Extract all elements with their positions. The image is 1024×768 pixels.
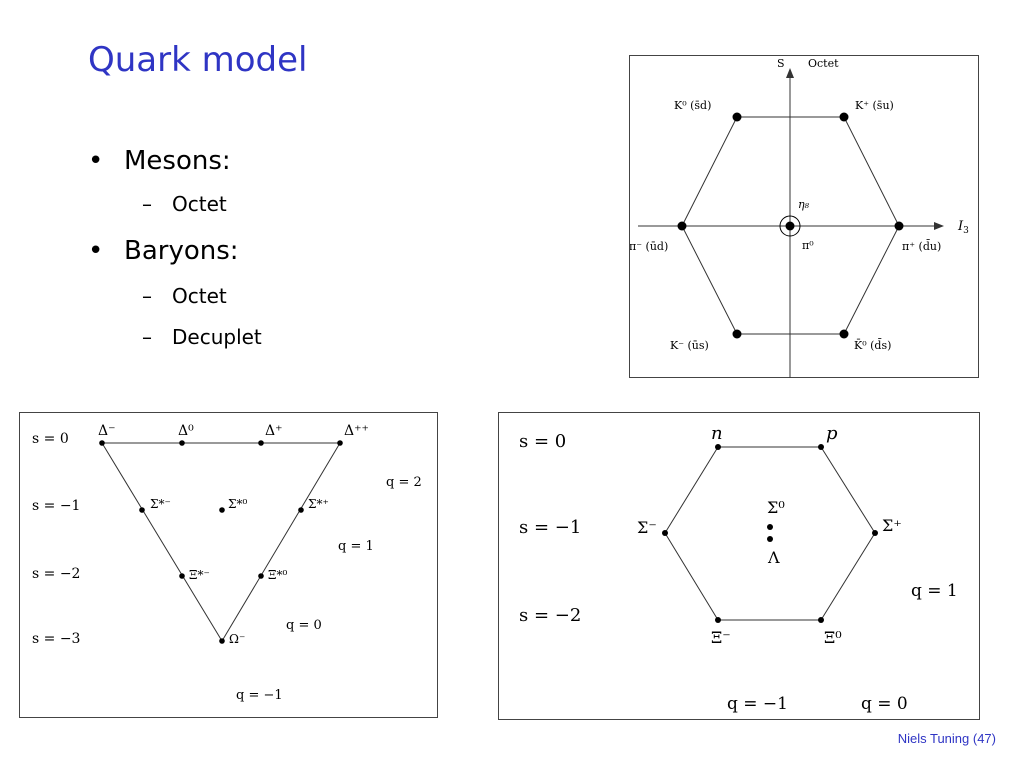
delta-plusplus-point <box>337 440 343 446</box>
xi-star-minus-point <box>179 573 185 579</box>
xi-zero-point <box>818 617 824 623</box>
sigma-star-plus-label: Σ*⁺ <box>308 497 329 511</box>
delta-zero-point <box>179 440 185 446</box>
piplus-point <box>894 221 904 231</box>
eta8-label: η₈ <box>798 198 810 211</box>
sigma-star-zero-point <box>219 507 225 513</box>
meson-octet-diagram: S Octet I3 K⁰ (s̄d) K⁺ (s̄u) π⁻ (ūd) π⁺ … <box>629 55 979 378</box>
sigma-star-plus-point <box>298 507 304 513</box>
sigma-minus-point <box>662 530 668 536</box>
baryon-octet-svg: s = 0 s = −1 s = −2 n p Σ⁻ Σ⁺ Σ⁰ Λ Ξ⁻ Ξ⁰… <box>519 423 958 714</box>
baryon-decuplet-diagram: s = 0 s = −1 s = −2 s = −3 Δ⁻ Δ⁰ Δ⁺ Δ⁺⁺ … <box>19 412 438 718</box>
charge-label-q-1: q = −1 <box>236 688 283 703</box>
piminus-label: π⁻ (ūd) <box>630 240 668 253</box>
s-axis-arrow <box>786 68 794 78</box>
sigma-star-minus-label: Σ*⁻ <box>150 497 171 511</box>
sub-bullet-label: Decuplet <box>172 325 262 349</box>
proton-point <box>818 444 824 450</box>
k0bar-point <box>839 329 849 339</box>
bullet-label: Mesons: <box>124 146 231 176</box>
baryon-hexagon <box>664 446 876 621</box>
delta-zero-label: Δ⁰ <box>178 423 194 439</box>
meson-octet-svg: S Octet I3 K⁰ (s̄d) K⁺ (s̄u) π⁻ (ūd) π⁺ … <box>630 57 969 378</box>
kplus-label: K⁺ (s̄u) <box>855 99 894 112</box>
k0bar-label: K̄⁰ (d̄s) <box>854 339 891 352</box>
bullet-baryons: • Baryons: <box>88 236 239 266</box>
i3-axis-arrow <box>934 222 944 230</box>
bullet-mesons: • Mesons: <box>88 146 231 176</box>
sigma-zero-label: Σ⁰ <box>767 498 785 517</box>
kplus-point <box>839 112 849 122</box>
row-label-s-1: s = −1 <box>519 517 581 538</box>
sub-bullet-label: Octet <box>172 192 227 216</box>
delta-plus-point <box>258 440 264 446</box>
piplus-label: π⁺ (d̄u) <box>902 240 941 253</box>
i3-axis-label: I3 <box>957 219 969 236</box>
pi0-label: π⁰ <box>802 239 814 252</box>
sigma-minus-label: Σ⁻ <box>637 518 657 537</box>
proton-label: p <box>826 423 838 444</box>
sub-bullet-label: Octet <box>172 284 227 308</box>
sigma-star-minus-point <box>139 507 145 513</box>
piminus-point <box>677 221 687 231</box>
k0-point <box>732 112 742 122</box>
charge-label-q1: q = 1 <box>338 539 374 554</box>
xi-star-zero-point <box>258 573 264 579</box>
sigma-plus-label: Σ⁺ <box>882 516 902 535</box>
dash-marker: – <box>142 284 152 308</box>
row-label-s-2: s = −2 <box>519 605 581 626</box>
omega-minus-label: Ω⁻ <box>229 632 245 646</box>
delta-plusplus-label: Δ⁺⁺ <box>344 423 369 439</box>
eta8-ring <box>779 215 801 237</box>
kminus-label: K⁻ (ūs) <box>670 339 709 352</box>
omega-minus-point <box>219 638 225 644</box>
decuplet-triangle <box>101 442 341 642</box>
xi-star-minus-label: Ξ*⁻ <box>189 568 210 582</box>
xi-minus-point <box>715 617 721 623</box>
octet-label: Octet <box>808 57 839 70</box>
pi0-point <box>785 221 795 231</box>
row-label-s0: s = 0 <box>519 431 566 452</box>
row-label-s-2: s = −2 <box>32 566 80 582</box>
neutron-label: n <box>711 423 723 444</box>
kminus-point <box>732 329 742 339</box>
row-label-s-1: s = −1 <box>32 498 80 514</box>
sub-bullet-mesons-octet: –Octet <box>142 192 227 216</box>
row-label-s0: s = 0 <box>32 431 69 447</box>
dash-marker: – <box>142 325 152 349</box>
neutron-point <box>715 444 721 450</box>
footer-credit: Niels Tuning (47) <box>897 731 996 746</box>
delta-plus-label: Δ⁺ <box>265 423 283 439</box>
sub-bullet-baryons-decuplet: –Decuplet <box>142 325 262 349</box>
xi-minus-label: Ξ⁻ <box>711 628 731 647</box>
xi-zero-label: Ξ⁰ <box>824 628 842 647</box>
bullet-dot: • <box>88 146 104 176</box>
baryon-octet-diagram: s = 0 s = −1 s = −2 n p Σ⁻ Σ⁺ Σ⁰ Λ Ξ⁻ Ξ⁰… <box>498 412 980 720</box>
delta-minus-point <box>99 440 105 446</box>
delta-minus-label: Δ⁻ <box>98 423 116 439</box>
sub-bullet-baryons-octet: –Octet <box>142 284 227 308</box>
charge-label-q2: q = 2 <box>386 475 422 490</box>
bullet-label: Baryons: <box>124 236 239 266</box>
bullet-dot: • <box>88 236 104 266</box>
page-title: Quark model <box>88 40 308 80</box>
charge-label-q0: q = 0 <box>286 618 322 633</box>
charge-label-q0: q = 0 <box>861 694 908 714</box>
decuplet-svg: s = 0 s = −1 s = −2 s = −3 Δ⁻ Δ⁰ Δ⁺ Δ⁺⁺ … <box>32 423 422 703</box>
lambda-label: Λ <box>767 548 780 567</box>
dash-marker: – <box>142 192 152 216</box>
sigma-plus-point <box>872 530 878 536</box>
sigma-star-zero-label: Σ*⁰ <box>228 497 247 511</box>
charge-label-q-1: q = −1 <box>727 694 788 714</box>
lambda-point <box>767 536 773 542</box>
row-label-s-3: s = −3 <box>32 631 80 647</box>
s-axis-label: S <box>777 57 785 70</box>
xi-star-zero-label: Ξ*⁰ <box>268 568 287 582</box>
charge-label-q1: q = 1 <box>911 581 958 601</box>
k0-label: K⁰ (s̄d) <box>674 99 711 112</box>
sigma-zero-point <box>767 524 773 530</box>
